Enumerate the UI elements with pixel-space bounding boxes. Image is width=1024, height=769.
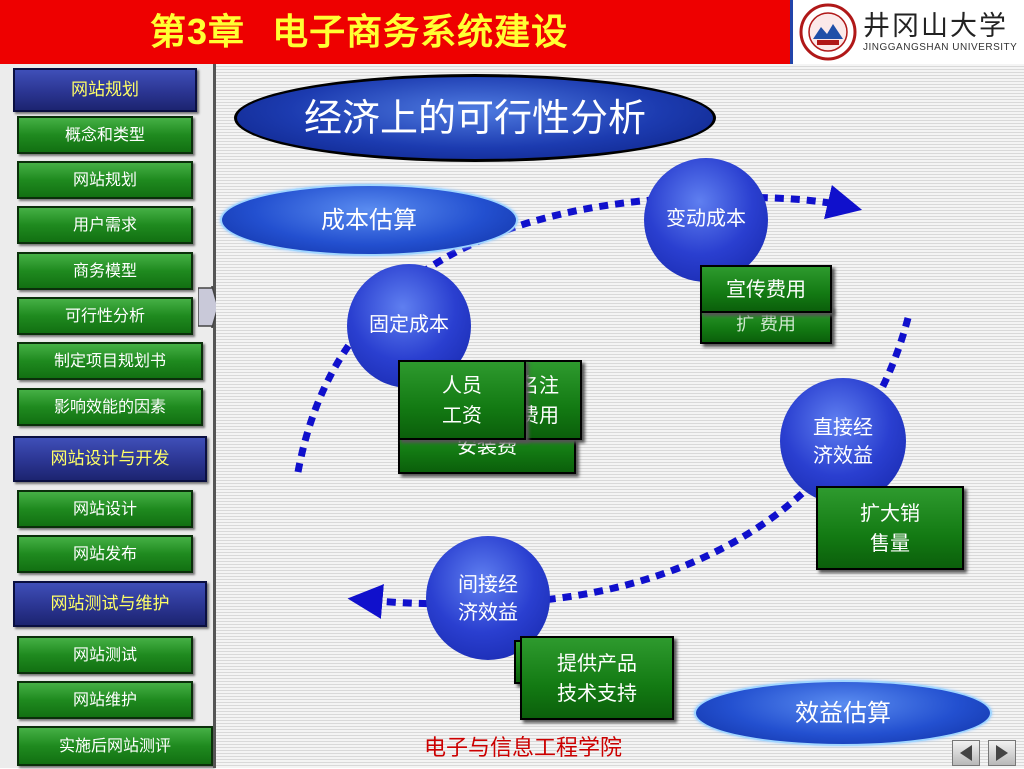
sidebar-item-label: 影响效能的因素 — [53, 397, 166, 416]
staff-salary-text-1: 人员 — [442, 373, 482, 397]
staff-salary-text-2: 工资 — [442, 403, 482, 427]
chapter-number: 3 — [187, 11, 209, 52]
sidebar: 网站规划 概念和类型 网站规划 用户需求 商务模型 可行性分析 制定项目规划书 … — [0, 64, 216, 768]
sidebar-item-label: 制定项目规划书 — [53, 351, 166, 370]
header-bar: 第3章 电子商务系统建设 井冈山大学 JINGGANGSHAN UNIVERSI… — [0, 0, 1024, 64]
expand-sales-text-2: 售量 — [870, 531, 910, 555]
sidebar-item-label: 网站维护 — [72, 690, 137, 709]
sidebar-item-label: 网站测试与维护 — [50, 594, 170, 614]
direct-benefit-text-1: 直接经 — [813, 415, 873, 439]
direct-benefit-node: 直接经济效益 — [780, 378, 906, 504]
sidebar-item-website-publish[interactable]: 网站发布 — [17, 535, 193, 573]
next-arrow-icon — [996, 745, 1008, 761]
expand-sales-box: 扩大销售量 — [816, 486, 964, 570]
sidebar-item-label: 网站规划 — [71, 80, 139, 100]
sidebar-item-concepts-types[interactable]: 概念和类型 — [17, 116, 193, 154]
sidebar-divider — [213, 64, 216, 768]
chapter-title-prefix: 第 — [150, 12, 188, 53]
tech-support-text-1: 提供产品 — [557, 651, 637, 675]
expand-sales-text-1: 扩大销 — [860, 501, 920, 525]
sidebar-item-user-requirements[interactable]: 用户需求 — [17, 206, 193, 244]
sidebar-item-label: 可行性分析 — [64, 306, 145, 325]
cost-estimate-text: 成本估算 — [321, 206, 417, 234]
next-slide-button[interactable] — [988, 740, 1016, 766]
sidebar-item-label: 网站规划 — [72, 170, 137, 189]
indirect-benefit-text-2: 济效益 — [458, 600, 518, 624]
university-seal-icon — [799, 3, 857, 61]
university-logo-box: 井冈山大学 JINGGANGSHAN UNIVERSITY — [790, 0, 1024, 64]
university-name-en: JINGGANGSHAN UNIVERSITY — [863, 42, 1018, 53]
chapter-title: 第3章 电子商务系统建设 — [150, 6, 568, 58]
prev-arrow-icon — [960, 745, 972, 761]
sidebar-item-label: 商务模型 — [72, 261, 137, 280]
tech-support-text-2: 技术支持 — [557, 681, 637, 705]
sidebar-item-website-testing[interactable]: 网站测试 — [17, 636, 193, 674]
fixed-cost-text: 固定成本 — [369, 312, 449, 336]
sidebar-item-business-model[interactable]: 商务模型 — [17, 252, 193, 290]
sidebar-section-testing-maintenance[interactable]: 网站测试与维护 — [13, 581, 207, 627]
cost-estimate-label: 成本估算 — [220, 184, 518, 256]
sidebar-section-design-development[interactable]: 网站设计与开发 — [13, 436, 207, 482]
sidebar-item-label: 网站设计 — [72, 499, 137, 518]
variable-cost-text: 变动成本 — [666, 206, 746, 230]
sidebar-item-feasibility-analysis[interactable]: 可行性分析 — [17, 297, 193, 335]
footer-school-name: 电子与信息工程学院 — [424, 736, 623, 761]
sidebar-item-label: 实施后网站测评 — [58, 736, 171, 755]
university-name-cn: 井冈山大学 — [863, 11, 1008, 42]
prev-slide-button[interactable] — [952, 740, 980, 766]
sidebar-item-label: 用户需求 — [72, 215, 137, 234]
promotion-fee-text: 宣传费用 — [726, 277, 806, 301]
benefit-estimate-label: 效益估算 — [694, 680, 992, 746]
sidebar-item-post-evaluation[interactable]: 实施后网站测评 — [17, 726, 213, 766]
sidebar-section-website-planning[interactable]: 网站规划 — [13, 68, 197, 112]
sidebar-item-website-planning[interactable]: 网站规划 — [17, 161, 193, 199]
tech-support-box: 提供产品技术支持 — [520, 636, 674, 720]
sidebar-item-label: 网站测试 — [72, 645, 137, 664]
promotion-fee-underlay-text: 扩 费用 — [736, 314, 796, 335]
sidebar-item-label: 网站设计与开发 — [50, 449, 170, 469]
current-item-pointer-icon — [198, 286, 218, 328]
chapter-title-suffix: 章 电子商务系统建设 — [208, 12, 569, 53]
slide-title-text: 经济上的可行性分析 — [303, 96, 646, 140]
benefit-estimate-text: 效益估算 — [795, 699, 891, 727]
promotion-fee-box: 宣传费用 — [700, 265, 832, 313]
sidebar-item-efficiency-factors[interactable]: 影响效能的因素 — [17, 388, 203, 426]
sidebar-item-label: 概念和类型 — [64, 125, 145, 144]
sidebar-item-website-maintenance[interactable]: 网站维护 — [17, 681, 193, 719]
variable-cost-node: 变动成本 — [644, 158, 768, 282]
sidebar-item-project-plan[interactable]: 制定项目规划书 — [17, 342, 203, 380]
direct-benefit-text-2: 济效益 — [813, 443, 873, 467]
slide-title: 经济上的可行性分析 — [234, 74, 716, 162]
indirect-benefit-text-1: 间接经 — [458, 572, 518, 596]
sidebar-item-label: 网站发布 — [72, 544, 137, 563]
staff-salary-box: 人员工资 — [398, 360, 526, 440]
sidebar-item-website-design[interactable]: 网站设计 — [17, 490, 193, 528]
